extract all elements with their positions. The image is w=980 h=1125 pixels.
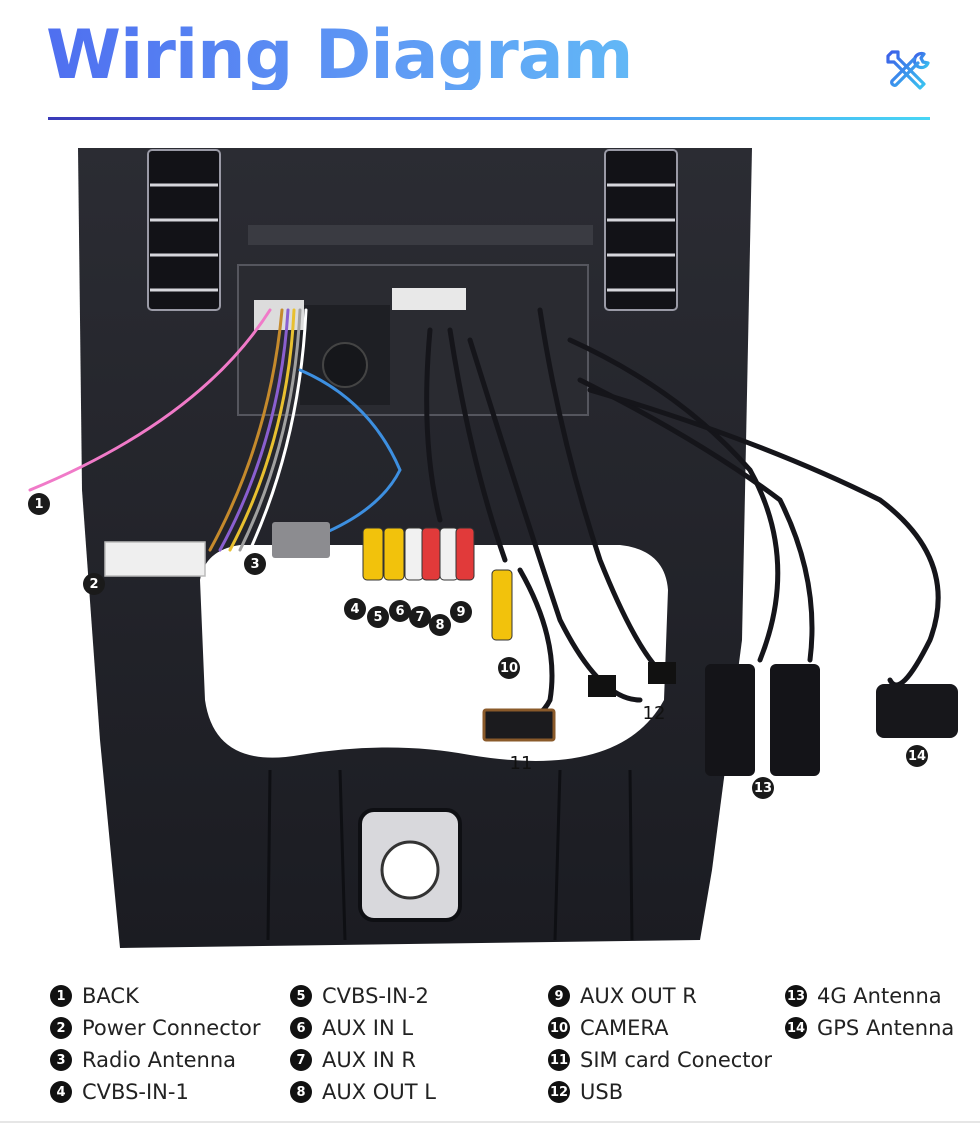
- head-unit-photo: [28, 148, 958, 948]
- legend-item: 9 AUX OUT R: [548, 980, 772, 1012]
- legend-number: 4: [50, 1081, 72, 1103]
- legend-number: 10: [548, 1017, 570, 1039]
- legend-number: 1: [50, 985, 72, 1007]
- callout-1: 1: [28, 493, 50, 515]
- legend-item: 6 AUX IN L: [290, 1012, 436, 1044]
- legend-item: 11 SIM card Conector: [548, 1044, 772, 1076]
- callout-7: 7: [409, 606, 431, 628]
- legend-number: 8: [290, 1081, 312, 1103]
- callout-8: 8: [429, 614, 451, 636]
- legend-number: 11: [548, 1049, 570, 1071]
- legend-label: CVBS-IN-2: [322, 984, 429, 1008]
- legend-label: Radio Antenna: [82, 1048, 237, 1072]
- legend-item: 1 BACK: [50, 980, 260, 1012]
- legend-number: 9: [548, 985, 570, 1007]
- legend-item: 3 Radio Antenna: [50, 1044, 260, 1076]
- legend-number: 5: [290, 985, 312, 1007]
- legend-item: 10 CAMERA: [548, 1012, 772, 1044]
- legend-item: 7 AUX IN R: [290, 1044, 436, 1076]
- legend-item: 4 CVBS-IN-1: [50, 1076, 260, 1108]
- callout-11: 11: [509, 752, 533, 774]
- legend-number: 2: [50, 1017, 72, 1039]
- callout-3: 3: [244, 553, 266, 575]
- callout-9: 9: [450, 601, 472, 623]
- legend-label: USB: [580, 1080, 624, 1104]
- callout-4: 4: [344, 598, 366, 620]
- legend-label: AUX IN L: [322, 1016, 414, 1040]
- bottom-divider: [0, 1121, 980, 1123]
- legend-column-4: 13 4G Antenna 14 GPS Antenna: [785, 980, 954, 1044]
- legend-item: 8 AUX OUT L: [290, 1076, 436, 1108]
- callout-6: 6: [389, 600, 411, 622]
- legend-label: 4G Antenna: [817, 984, 942, 1008]
- page-title: Wiring Diagram: [46, 16, 634, 95]
- legend-number: 14: [785, 1017, 807, 1039]
- legend-number: 6: [290, 1017, 312, 1039]
- legend-item: 2 Power Connector: [50, 1012, 260, 1044]
- legend-number: 3: [50, 1049, 72, 1071]
- legend-number: 13: [785, 985, 807, 1007]
- title-divider: [48, 117, 930, 120]
- legend-item: 14 GPS Antenna: [785, 1012, 954, 1044]
- callout-10: 10: [498, 657, 520, 679]
- legend-label: GPS Antenna: [817, 1016, 955, 1040]
- legend-label: CAMERA: [580, 1016, 669, 1040]
- callout-2: 2: [83, 573, 105, 595]
- legend-label: BACK: [82, 984, 139, 1008]
- legend-number: 7: [290, 1049, 312, 1071]
- legend-item: 5 CVBS-IN-2: [290, 980, 436, 1012]
- legend-label: SIM card Conector: [580, 1048, 773, 1072]
- legend-label: CVBS-IN-1: [82, 1080, 189, 1104]
- legend-label: Power Connector: [82, 1016, 261, 1040]
- legend-label: AUX IN R: [322, 1048, 416, 1072]
- legend-column-2: 5 CVBS-IN-2 6 AUX IN L 7 AUX IN R 8 AUX OUT …: [290, 980, 436, 1108]
- legend-item: 12 USB: [548, 1076, 772, 1108]
- tools-icon: [886, 50, 930, 90]
- callout-12: 12: [642, 702, 666, 724]
- callout-5: 5: [367, 606, 389, 628]
- callout-14: 14: [906, 745, 928, 767]
- callout-13: 13: [752, 777, 774, 799]
- legend-label: AUX OUT L: [322, 1080, 436, 1104]
- legend-item: 13 4G Antenna: [785, 980, 954, 1012]
- legend-label: AUX OUT R: [580, 984, 697, 1008]
- legend-number: 12: [548, 1081, 570, 1103]
